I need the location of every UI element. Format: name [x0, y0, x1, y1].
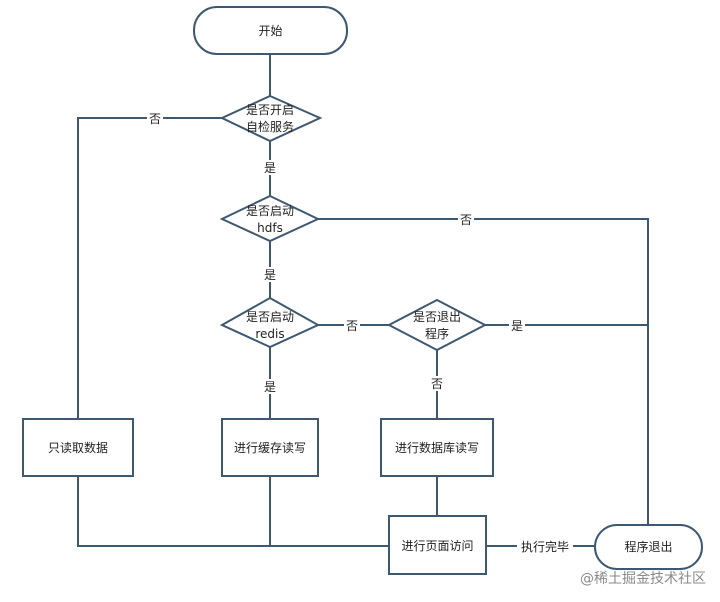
- edge-selfcheck-no-to-readonly: [77, 117, 222, 419]
- readonly-label: 只读取数据: [48, 440, 108, 455]
- decision-exit: 是否退出 程序: [386, 298, 488, 352]
- decision-redis: 是否启动 redis: [219, 296, 321, 349]
- edge-labels: 否 是 否 是 否 是 是 否 执行完毕: [147, 111, 573, 554]
- label-redis-yes: 是: [264, 380, 276, 394]
- redis-line1: 是否启动: [246, 310, 294, 324]
- exitcheck-line2: 程序: [425, 326, 449, 341]
- decision-hdfs: 是否启动 hdfs: [219, 194, 321, 243]
- end-label: 程序退出: [624, 539, 672, 554]
- exitcheck-line1: 是否退出: [413, 310, 461, 324]
- cache-label: 进行缓存读写: [234, 441, 306, 455]
- process-page-visit: 进行页面访问: [388, 515, 487, 575]
- edge-readonly-to-page: [77, 476, 389, 547]
- hdfs-line2: hdfs: [257, 221, 283, 235]
- connectors: [77, 54, 649, 547]
- selfcheck-line2: 自检服务: [246, 119, 294, 134]
- process-db: 进行数据库读写: [380, 418, 494, 477]
- end-node: 程序退出: [594, 524, 703, 570]
- decision-selfcheck: 是否开启 自检服务: [219, 94, 323, 143]
- start-label: 开始: [258, 24, 282, 38]
- page-visit-label: 进行页面访问: [401, 539, 473, 553]
- edge-hdfs-no-to-exit: [318, 218, 649, 525]
- hdfs-line1: 是否启动: [246, 204, 294, 218]
- watermark: @稀土掘金技术社区: [580, 571, 706, 587]
- label-hdfs-yes: 是: [264, 268, 276, 282]
- selfcheck-line1: 是否开启: [246, 103, 294, 117]
- db-label: 进行数据库读写: [395, 440, 479, 455]
- label-selfcheck-yes: 是: [264, 161, 276, 175]
- redis-line2: redis: [255, 327, 284, 341]
- label-hdfs-no: 否: [460, 213, 472, 227]
- label-done: 执行完毕: [521, 539, 569, 554]
- label-exitcheck-yes: 是: [511, 319, 523, 333]
- process-readonly: 只读取数据: [22, 418, 134, 477]
- process-cache: 进行缓存读写: [221, 418, 319, 477]
- label-selfcheck-no: 否: [149, 112, 161, 126]
- label-exitcheck-no: 否: [431, 377, 443, 391]
- start-node: 开始: [193, 6, 348, 55]
- label-redis-no: 否: [346, 319, 358, 333]
